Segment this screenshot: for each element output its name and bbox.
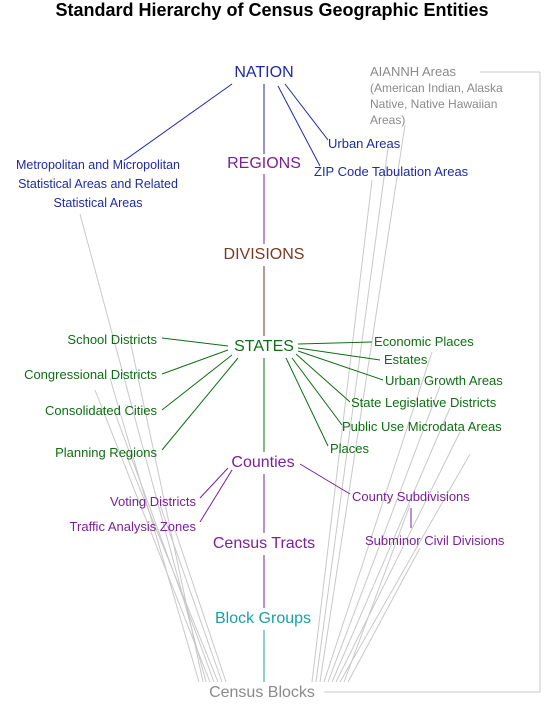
node-puma: Public Use Microdata Areas — [342, 419, 502, 434]
connector-line-to-census-blocks — [129, 339, 204, 683]
connector-line-to-census-blocks — [331, 407, 451, 683]
node-school-districts: School Districts — [67, 332, 157, 347]
node-county-subdivisions: County Subdivisions — [352, 489, 470, 504]
node-urban-areas: Urban Areas — [328, 136, 401, 151]
connector-line-counties — [299, 463, 351, 495]
node-zcta: ZIP Code Tabulation Areas — [314, 164, 469, 179]
node-economic-places: Economic Places — [374, 334, 474, 349]
connector-line-to-census-blocks — [174, 529, 227, 683]
connector-line-to-census-blocks — [94, 389, 211, 683]
connector-line-states — [297, 350, 384, 381]
node-census-blocks: Census Blocks — [209, 684, 315, 701]
connector-line-to-census-blocks — [339, 453, 471, 683]
node-states: STATES — [234, 338, 294, 355]
connector-line-states — [161, 357, 239, 451]
connector-line-to-census-blocks — [315, 147, 389, 683]
node-divisions: DIVISIONS — [223, 246, 305, 263]
connector-line-states — [297, 341, 373, 345]
node-congressional-districts: Congressional Districts — [24, 367, 157, 382]
node-metro-areas: Metropolitan and Micropolitan Statistica… — [16, 158, 180, 210]
connector-line-to-census-blocks — [124, 451, 219, 683]
connector-line-nation — [284, 83, 329, 141]
node-census-tracts: Census Tracts — [212, 535, 316, 552]
connector-line-to-census-blocks — [347, 547, 421, 683]
node-aiannh-areas: AIANNH Areas — [370, 64, 456, 79]
connector-line-to-census-blocks — [343, 504, 411, 683]
connector-line-states — [297, 347, 381, 361]
node-estates: Estates — [384, 352, 428, 367]
node-block-groups: Block Groups — [214, 610, 312, 627]
node-urban-growth-areas: Urban Growth Areas — [385, 373, 503, 388]
connector-line-counties — [199, 467, 229, 499]
node-regions: REGIONS — [227, 155, 301, 172]
diagram-title: Standard Hierarchy of Census Geographic … — [55, 0, 489, 20]
connector-line-states — [285, 357, 329, 447]
connector-line-states — [161, 337, 229, 347]
connector-line-to-census-blocks — [109, 377, 200, 683]
node-aiannh-note: (American Indian, Alaska Native, Native … — [370, 81, 503, 127]
connector-line-to-census-blocks — [323, 351, 433, 683]
node-consolidated-cities: Consolidated Cities — [44, 403, 157, 418]
node-places: Places — [330, 441, 370, 456]
node-planning-regions: Planning Regions — [55, 445, 157, 460]
connector-line-to-census-blocks — [319, 124, 406, 683]
node-state-legislative-districts: State Legislative Districts — [351, 395, 497, 410]
connector-line-nation — [124, 83, 233, 161]
connector-line-nation — [277, 85, 321, 167]
connector-line-to-census-blocks — [327, 385, 441, 683]
connector-line-to-census-blocks — [159, 504, 223, 683]
node-voting-districts: Voting Districts — [110, 494, 196, 509]
node-counties: Counties — [231, 454, 295, 471]
connector-line-states — [295, 353, 351, 403]
connector-line-to-census-blocks — [114, 412, 215, 683]
connector-line-states — [291, 357, 343, 426]
connector-line-states — [161, 349, 229, 375]
connector-line-to-census-blocks — [311, 179, 373, 683]
connector-line-counties — [199, 469, 233, 523]
connector-line-to-census-blocks — [335, 431, 461, 683]
node-nation: NATION — [234, 64, 294, 81]
node-subminor-civil-divisions: Subminor Civil Divisions — [365, 533, 505, 548]
node-traffic-analysis-zones: Traffic Analysis Zones — [69, 519, 196, 534]
connector-line-states — [161, 354, 233, 411]
